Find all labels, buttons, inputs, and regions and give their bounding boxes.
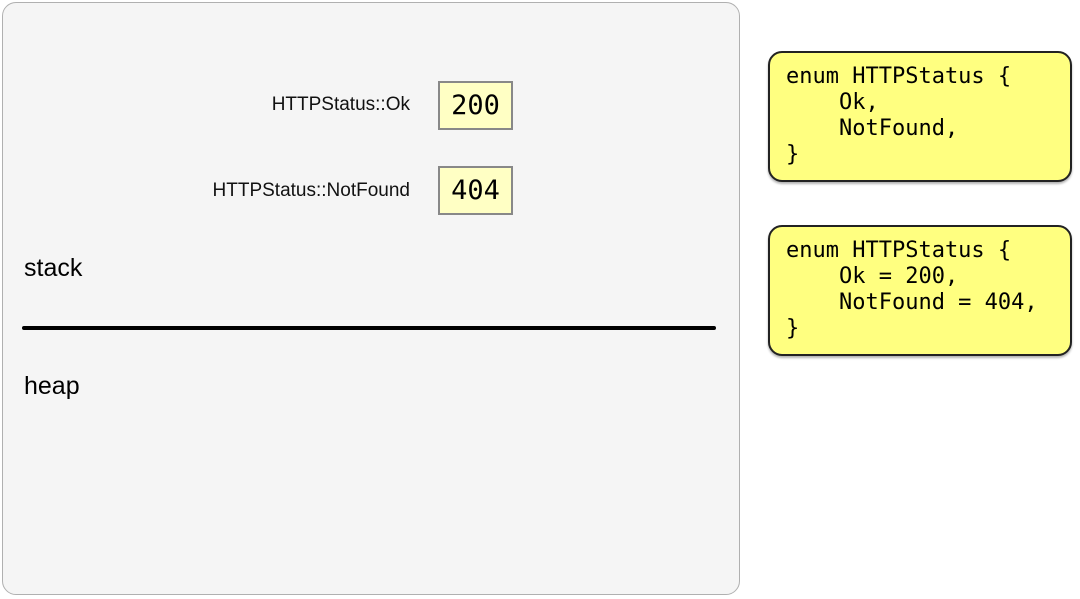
- memory-panel: HTTPStatus::Ok 200 HTTPStatus::NotFound …: [2, 2, 740, 595]
- variable-label-ok: HTTPStatus::Ok: [271, 94, 410, 115]
- variable-value-notfound: 404: [438, 166, 513, 215]
- heap-label: heap: [24, 372, 80, 400]
- stack-heap-divider: [22, 326, 716, 330]
- stack-label: stack: [24, 254, 83, 282]
- variable-label-notfound: HTTPStatus::NotFound: [212, 180, 410, 201]
- code-block-enum-plain: enum HTTPStatus { Ok, NotFound, }: [768, 51, 1072, 182]
- code-text: enum HTTPStatus { Ok, NotFound, }: [786, 64, 1012, 167]
- variable-value-ok: 200: [438, 81, 513, 130]
- code-text: enum HTTPStatus { Ok = 200, NotFound = 4…: [786, 238, 1038, 341]
- code-block-enum-explicit: enum HTTPStatus { Ok = 200, NotFound = 4…: [768, 225, 1072, 356]
